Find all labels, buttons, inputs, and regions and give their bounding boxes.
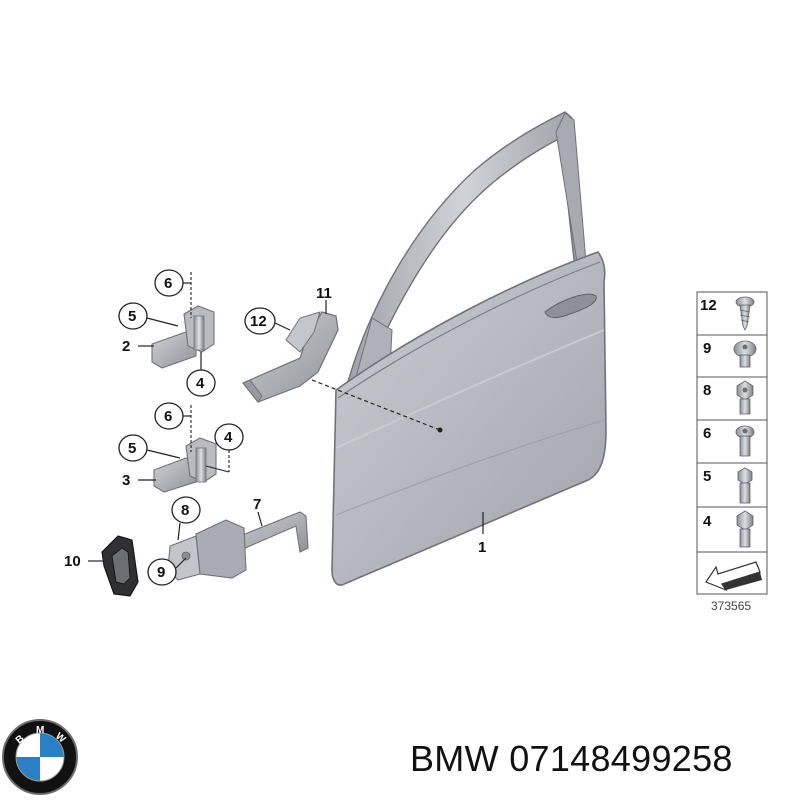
torx-bolt-icon: [735, 425, 755, 457]
bracket-foot: [242, 379, 263, 403]
door-handle: [544, 293, 597, 318]
arrow-indicator-icon: [705, 561, 762, 592]
callout-8: 8: [181, 502, 189, 519]
callout-6a: 6: [164, 275, 172, 292]
callout-3: 3: [122, 472, 130, 489]
leader-9: [175, 557, 187, 569]
callout-5a: 5: [128, 308, 136, 325]
leader-7: [257, 511, 263, 527]
leader-12: [274, 322, 291, 331]
lower-hinge-pin: [195, 447, 207, 483]
callout-8-ring: [171, 496, 201, 524]
callout-6b: 6: [164, 408, 172, 425]
legend-frame: [696, 291, 768, 595]
leader-5a: [146, 317, 179, 327]
part-caption: BMW 07148499258: [410, 738, 795, 788]
door-character-line: [335, 329, 605, 449]
bmw-roundel-icon: B M W: [2, 719, 78, 795]
seal-inner: [111, 547, 131, 585]
callout-11: 11: [316, 285, 332, 302]
caption-part-number: 07148499258: [509, 738, 733, 779]
torx-button-head-screw-icon: [733, 340, 757, 368]
callout-7: 7: [253, 496, 261, 513]
door-b-pillar-strip: [555, 112, 587, 269]
door-lower-crease: [335, 419, 606, 516]
upper-hinge-pin: [193, 315, 205, 351]
callout-4a: 4: [196, 375, 205, 392]
part-3-lower-hinge: [153, 437, 217, 493]
callout-4b: 4: [224, 429, 233, 446]
fastener-legend: 12 9 8 6 5: [696, 291, 768, 595]
door-belt-line: [337, 261, 601, 399]
hex-flange-bolt-icon: [736, 380, 754, 415]
drawing-number: 373565: [711, 599, 751, 613]
legend-number-6: 6: [703, 425, 711, 442]
legend-number-5: 5: [703, 468, 711, 485]
bracket-arm: [285, 311, 321, 353]
legend-number-4: 4: [703, 513, 712, 530]
legend-number-8: 8: [703, 382, 711, 399]
door-check-housing: [195, 519, 247, 579]
leader-8: [177, 522, 181, 541]
legend-number-12: 12: [700, 297, 717, 314]
callout-5b: 5: [128, 440, 136, 457]
callout-10: 10: [64, 553, 81, 570]
callout-12: 12: [250, 313, 267, 330]
leader-11-door: [311, 379, 441, 431]
leader-4b-horizontal: [205, 465, 230, 473]
callout-1: 1: [478, 539, 486, 556]
part-11-door-bracket: [242, 311, 339, 403]
hex-bolt-icon: [737, 467, 753, 504]
leader-11-door-dot: [437, 427, 443, 433]
bracket-body: [242, 311, 339, 403]
callout-12-ring: [244, 307, 276, 335]
callout-5b-ring: [118, 434, 148, 462]
part-10-door-check-seal: [101, 535, 139, 597]
hex-collar-bolt-icon: [736, 510, 754, 548]
callout-9-ring: [147, 558, 177, 586]
legend-number-9: 9: [703, 340, 711, 357]
callout-2: 2: [122, 338, 130, 355]
callout-9: 9: [157, 564, 165, 581]
part-2-upper-hinge: [151, 305, 215, 369]
door-check-arm: [229, 511, 309, 553]
caption-brand: BMW: [410, 738, 499, 779]
callout-5a-ring: [118, 302, 148, 330]
leader-5b: [146, 449, 181, 459]
door-shell-part-1: [311, 111, 607, 586]
door-outer-panel: [331, 251, 607, 586]
logo-letter-m: M: [36, 725, 44, 736]
self-tapping-screw-icon: [735, 296, 755, 331]
door-check-bolt: [181, 551, 191, 561]
